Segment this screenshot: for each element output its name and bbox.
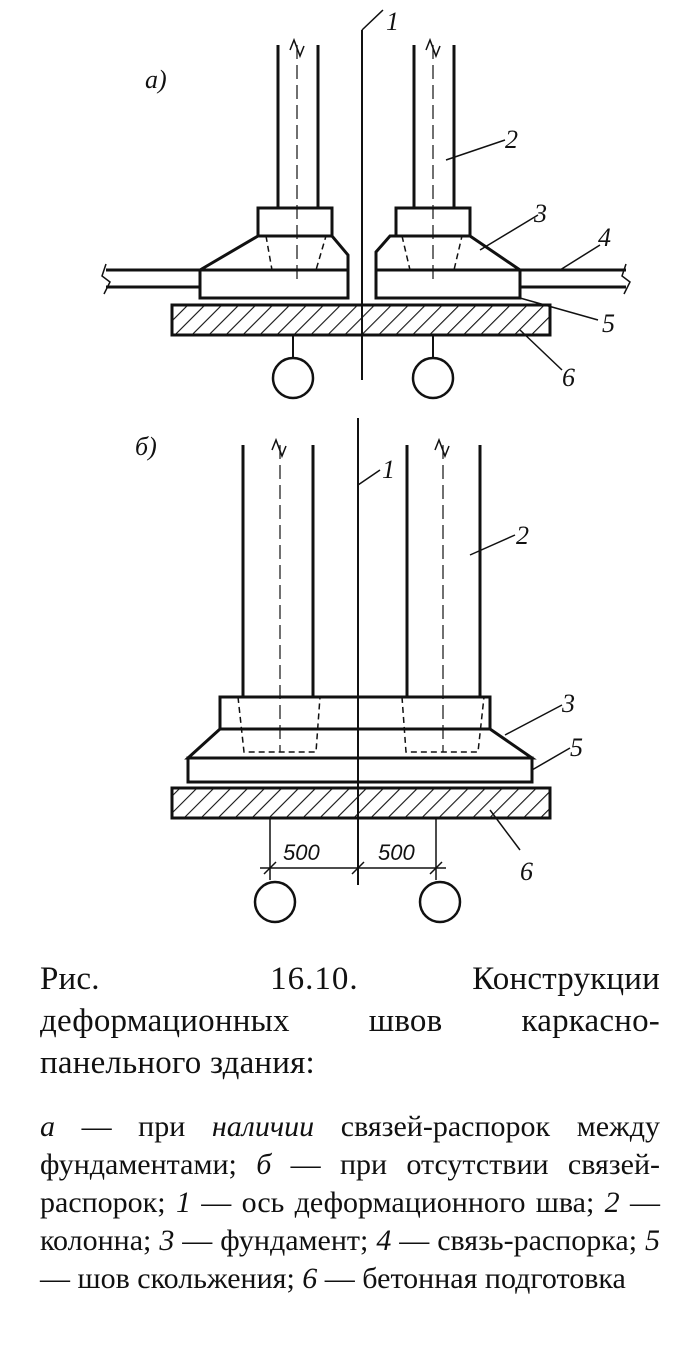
part-b-label: б) [135, 432, 157, 461]
legend-t2: — колонна; [40, 1186, 660, 1257]
label-a-3: 3 [533, 199, 547, 228]
column-left-b [237, 437, 321, 753]
legend-a-letter: а [40, 1110, 55, 1143]
strut-left-a [101, 263, 200, 295]
label-a-6: 6 [562, 363, 575, 392]
label-b-6: 6 [520, 857, 533, 886]
legend-n4: 4 [376, 1224, 392, 1257]
label-b-5: 5 [570, 733, 583, 762]
label-a-4: 4 [598, 223, 611, 252]
label-a-2: 2 [505, 125, 518, 154]
legend-a-text-1: — при [55, 1110, 212, 1143]
column-left-a [256, 37, 334, 280]
deformation-joint-figure: а) 1 2 [101, 7, 631, 924]
legend-t1: — ось деформационного шва; [190, 1186, 605, 1219]
label-a-5: 5 [602, 309, 615, 338]
label-b-1: 1 [382, 455, 395, 484]
dimension-line [260, 818, 446, 880]
grid-axis-circle-left-b [253, 880, 297, 924]
concrete-base-a [170, 303, 552, 337]
legend-n3: 3 [159, 1224, 175, 1257]
legend-t3: — фундамент; [174, 1224, 377, 1257]
column-right-a: 2 [394, 37, 518, 280]
concrete-base-b [170, 786, 552, 820]
legend-a-emph: наличии [211, 1110, 315, 1143]
legend-t6: — бетонная подготовка [317, 1262, 626, 1295]
dim-label-left: 500 [283, 840, 320, 865]
legend-n6: 6 [302, 1262, 318, 1295]
caption-number: 16.10. [270, 961, 359, 997]
caption-prefix: Рис. [40, 961, 100, 997]
caption-text: Конструкции деформационных швов каркасно… [40, 961, 660, 1081]
grid-axis-circle-right-a [411, 356, 455, 400]
foundation-b: 3 5 [184, 689, 583, 784]
legend-n2: 2 [604, 1186, 620, 1219]
legend-n5: 5 [645, 1224, 661, 1257]
legend-a-text-2: связей-распорок между фундаментами; [40, 1110, 660, 1181]
legend-t4: — связь-распорка; [391, 1224, 646, 1257]
grid-axis-circle-left-a [271, 356, 315, 400]
grid-axis-circle-right-b [418, 880, 462, 924]
label-b-2: 2 [516, 521, 529, 550]
column-right-b: 2 [401, 437, 529, 753]
figure-legend: а — при наличии связей-распорок между фу… [40, 1108, 660, 1298]
label-a-1: 1 [386, 7, 399, 36]
foundation-left-a [194, 234, 350, 300]
legend-b-text: — при отсутствии связей-распорок; [40, 1148, 660, 1219]
dim-label-right: 500 [378, 840, 415, 865]
legend-n1: 1 [175, 1186, 191, 1219]
part-b-diagram: б) 1 2 3 [135, 418, 583, 924]
foundation-right-a: 3 [374, 199, 547, 300]
part-a-label: а) [145, 65, 167, 94]
legend-t5: — шов скольжения; [40, 1262, 303, 1295]
figure-caption: Рис. 16.10. Конструкции деформационных ш… [40, 958, 660, 1084]
strut-right-a: 4 [520, 223, 631, 295]
legend-b-letter: б [256, 1148, 272, 1181]
part-a-diagram: а) 1 2 [101, 7, 631, 400]
label-b-3: 3 [561, 689, 575, 718]
